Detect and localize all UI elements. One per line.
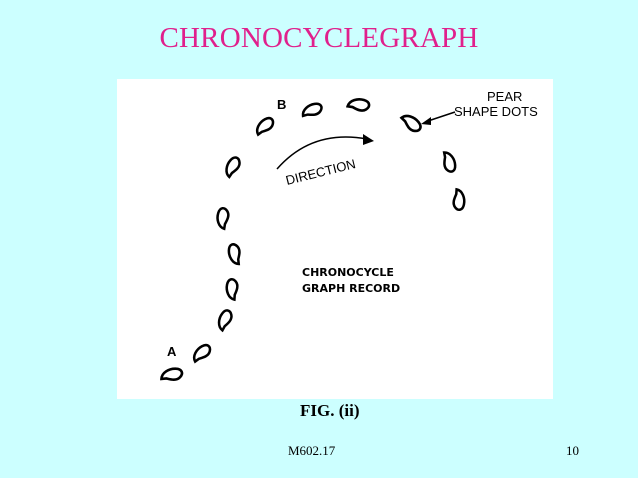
direction-arrow <box>276 134 374 170</box>
page-number: 10 <box>566 443 579 458</box>
pear-shape-dot-icon <box>223 277 241 302</box>
pear-shape-dot-icon <box>397 111 425 135</box>
pear-shape-dot-icon <box>158 364 185 386</box>
pear-shape-dot-icon <box>438 148 460 175</box>
label-a: A <box>167 344 177 359</box>
pear-shape-dot-icon <box>215 206 231 231</box>
pear-label-line1: PEAR <box>487 89 522 104</box>
pear-shape-dot-icon <box>222 154 243 181</box>
slide-title: CHRONOCYCLEGRAPH <box>159 22 479 54</box>
record-label-line2: GRAPH RECORD <box>302 282 400 295</box>
record-label-line1: CHRONOCYCLE <box>302 266 394 279</box>
pear-pointer-arrow <box>421 111 456 125</box>
pear-shape-dot-icon <box>225 241 246 268</box>
pear-shape-dot-icon <box>252 113 277 140</box>
pear-shape-dot-icon <box>215 307 235 333</box>
pear-shape-dot-icon <box>450 187 468 212</box>
footer-code: M602.17 <box>288 443 336 458</box>
label-b: B <box>277 97 286 112</box>
pear-label-line2: SHAPE DOTS <box>454 104 538 119</box>
pear-dots <box>158 97 468 386</box>
chronocyclegraph-figure: B A PEAR SHAPE DOTS DIRECTION CHRONOCYCL… <box>117 79 553 399</box>
pear-shape-dot-icon <box>189 340 214 367</box>
figure-caption: FIG. (ii) <box>300 401 360 420</box>
direction-label: DIRECTION <box>284 156 357 188</box>
figure-drawing: B A PEAR SHAPE DOTS DIRECTION CHRONOCYCL… <box>158 89 538 386</box>
pear-shape-dot-icon <box>298 99 325 122</box>
pear-shape-dot-icon <box>345 97 371 114</box>
